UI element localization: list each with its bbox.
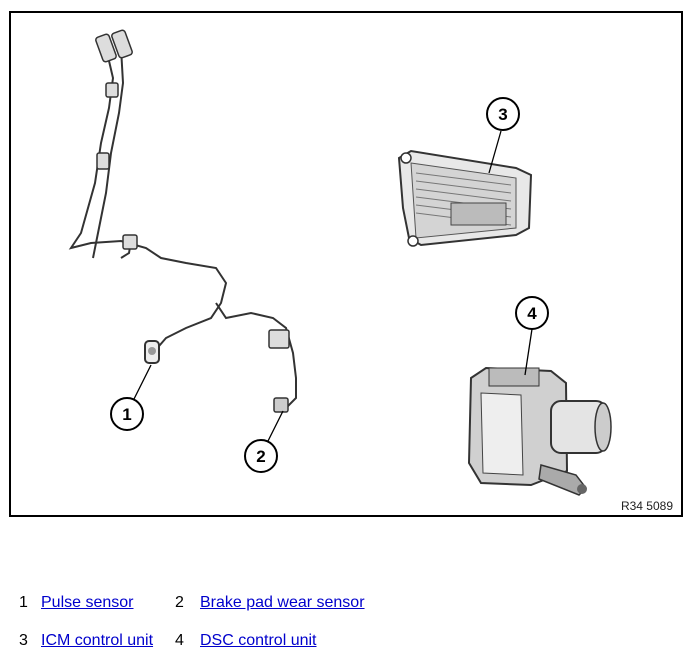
link-brake-pad-wear-sensor[interactable]: Brake pad wear sensor — [200, 594, 365, 611]
dsc-control-unit-drawing — [467, 366, 612, 496]
parts-diagram: 1 2 3 4 R34 5089 — [9, 11, 683, 517]
pulse-sensor-drawing — [144, 340, 160, 364]
diagram-drawing: 1 2 3 4 R34 5089 — [68, 29, 673, 513]
icm-control-unit-drawing — [397, 149, 533, 247]
leader-lines — [132, 130, 533, 444]
legend-number-4: 4 — [175, 632, 184, 649]
svg-text:4: 4 — [527, 304, 537, 323]
callout-1: 1 — [110, 397, 144, 431]
callout-3: 3 — [486, 97, 520, 131]
callout-4: 4 — [515, 296, 549, 330]
link-pulse-sensor[interactable]: Pulse sensor — [41, 594, 134, 611]
reference-code: R34 5089 — [621, 499, 673, 513]
wiring-harness — [68, 47, 297, 409]
link-dsc-control-unit[interactable]: DSC control unit — [200, 632, 317, 649]
link-icm-control-unit[interactable]: ICM control unit — [41, 632, 154, 649]
legend-number-3: 3 — [19, 632, 28, 649]
legend-number-1: 1 — [19, 594, 28, 611]
svg-text:1: 1 — [122, 405, 131, 424]
parts-legend: 1 Pulse sensor 2 Brake pad wear sensor 3… — [16, 0, 692, 659]
callout-2: 2 — [244, 439, 278, 473]
brake-pad-wear-sensor-drawing — [273, 397, 289, 413]
svg-text:3: 3 — [498, 105, 507, 124]
harness-connectors — [95, 29, 290, 349]
legend-number-2: 2 — [175, 594, 184, 611]
svg-text:2: 2 — [256, 447, 265, 466]
